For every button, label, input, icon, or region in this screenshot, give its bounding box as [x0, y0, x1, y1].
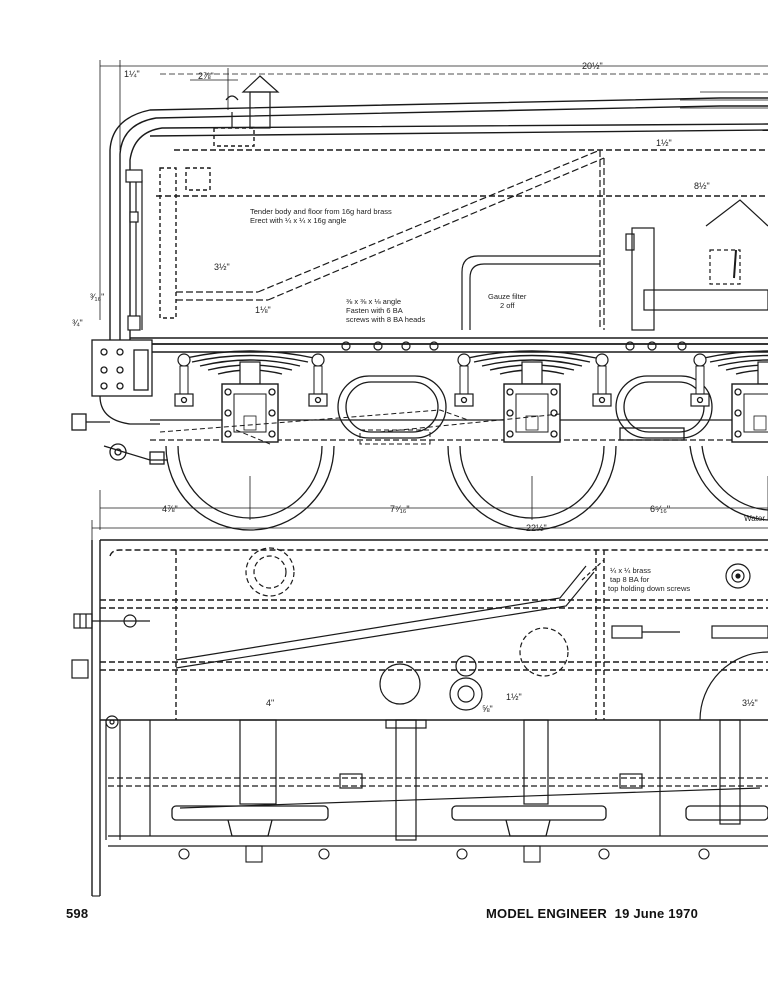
plan-lower-frames [105, 719, 768, 847]
dim-plan-1-half: 1½" [506, 692, 522, 702]
plan-wheels [171, 805, 768, 837]
dim-plan-3-half: 3½" [742, 698, 758, 708]
note-brass-3: top holding down screws [608, 584, 690, 593]
water-tank-2 [615, 375, 713, 441]
handrail [125, 169, 143, 331]
brake-rigging [159, 409, 561, 445]
note-angle-3: screws with 8 BA heads [346, 315, 425, 324]
publication-name: MODEL ENGINEER [486, 906, 608, 921]
plan-view [71, 520, 768, 897]
dim-4-7-8: 4⅞" [162, 504, 178, 514]
note-tender-body-2: Erect with ¼ x ¼ x 16g angle [250, 216, 346, 225]
dim-3-quarter: ¾" [72, 318, 83, 328]
plan-hangers [92, 845, 710, 897]
plan-overall-dim [91, 520, 768, 540]
bottom-dimensions [99, 476, 768, 530]
dim-7-7-16: 7⁷⁄₁₆" [390, 504, 410, 514]
dim-6-5-16: 6⁵⁄₁₆" [650, 504, 670, 514]
note-tender-body-1: Tender body and floor from 16g hard bras… [250, 207, 392, 216]
note-gauze-1: Gauze filter [488, 292, 527, 301]
dim-8-half: 8½" [694, 181, 710, 191]
plan-coal-plate [175, 559, 605, 669]
dim-overall-top: 20½" [582, 61, 603, 71]
tender-body [100, 97, 768, 353]
water-tank-1 [337, 375, 447, 439]
note-angle-2: Fasten with 6 BA [346, 306, 403, 315]
publication-date: 19 June 1970 [614, 906, 699, 921]
note-gauze-2: 2 off [500, 301, 515, 310]
plan-coupling [71, 613, 768, 729]
publication-line: MODEL ENGINEER 19 June 1970 [486, 906, 698, 921]
page-number: 598 [66, 906, 89, 921]
buffer-beam [71, 339, 168, 465]
dim-2-7-8: 2⅞" [198, 71, 214, 81]
plan-fillers [245, 547, 768, 721]
side-elevation [71, 60, 768, 531]
wheelset-3 [689, 350, 768, 521]
top-dimensions [99, 60, 768, 320]
internal-pipes [461, 199, 768, 331]
filler-dome [225, 75, 280, 129]
dim-1-eighth: 1⅛" [255, 305, 271, 315]
label-water: Water [744, 514, 765, 523]
dim-3-half: 3½" [214, 262, 230, 272]
dim-left-small: 1¼" [124, 69, 140, 79]
dim-1-half: 1½" [656, 138, 672, 148]
dim-plan-overall: 22½" [526, 523, 547, 533]
coal-plate [176, 149, 605, 330]
dim-plan-5-8: ⅝" [482, 704, 493, 714]
note-angle-1: ⅜ x ⅜ x ⅛ angle [346, 297, 401, 306]
annotation-notes: Tender body and floor from 16g hard bras… [250, 207, 690, 593]
dim-3-16: ³⁄₁₆" [90, 292, 104, 302]
plan-body [91, 539, 768, 896]
dimension-labels: 20½" 1¼" 2⅞" 1½" 8½" 3½" 1⅛" ³⁄₁₆" ¾" 4⅞… [72, 61, 765, 714]
dim-plan-4: 4" [266, 698, 274, 708]
note-brass-1: ¼ x ¼ brass [610, 566, 651, 575]
note-brass-2: tap 8 BA for [610, 575, 650, 584]
